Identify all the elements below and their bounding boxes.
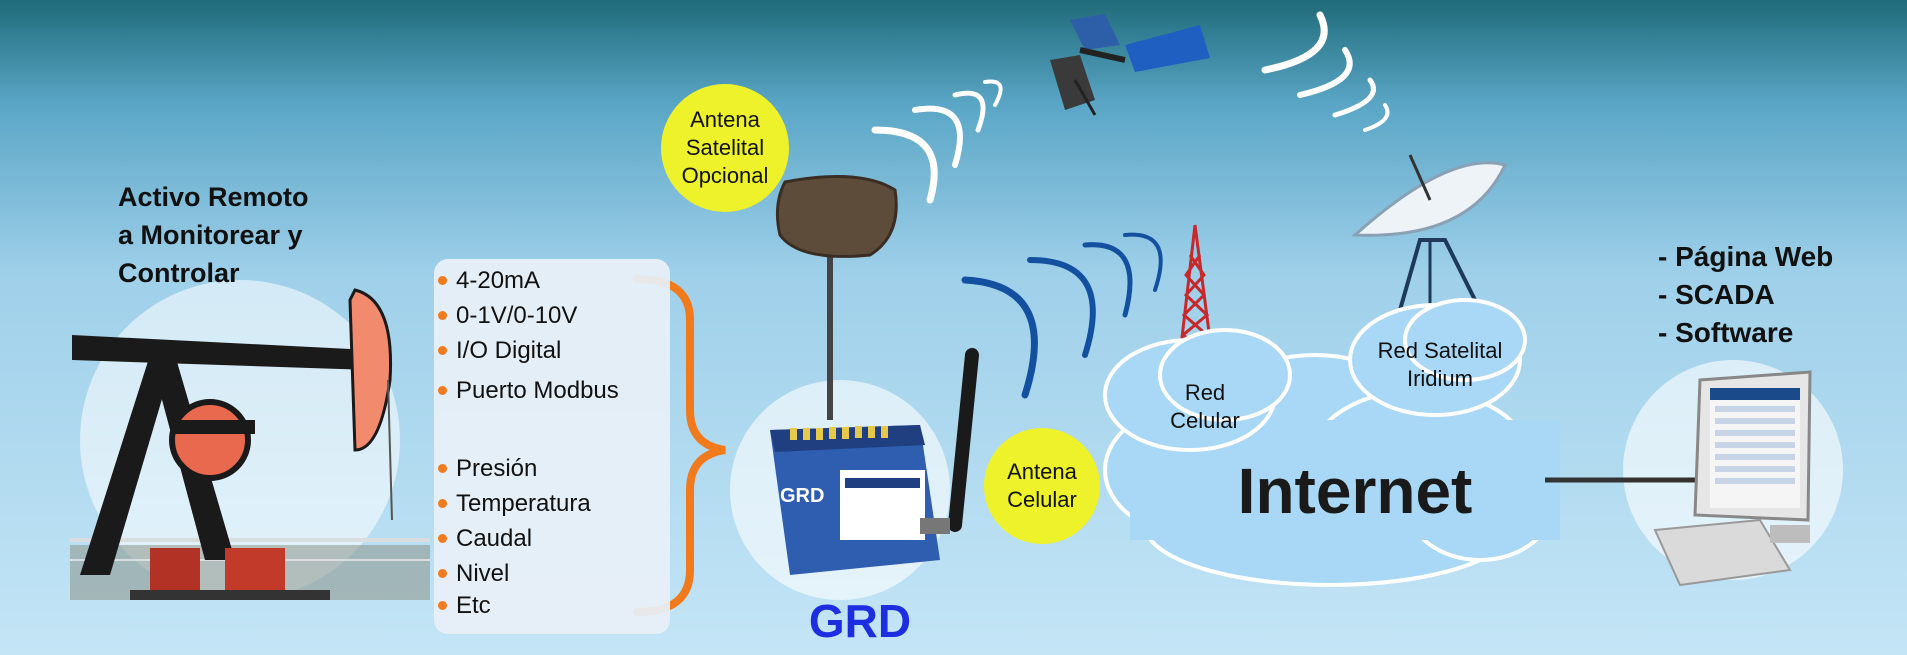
io-list-panel: 4-20mA 0-1V/0-10V I/O Digital Puerto Mod… — [434, 259, 670, 634]
satellite-antenna-label-line: Opcional — [681, 163, 769, 188]
device-case-label: GRD — [780, 485, 824, 507]
satellite-icon — [1050, 14, 1210, 116]
asset-title-line: a Monitorear y — [118, 220, 303, 250]
satellite-network-label-line: Red Satelital — [1377, 338, 1503, 363]
io-input-item: 4-20mA — [437, 267, 541, 294]
io-measurement-item: Nivel — [437, 560, 510, 587]
cellular-antenna-bubble — [984, 428, 1100, 544]
io-measurement-item: Temperatura — [438, 490, 591, 517]
satellite-network-cloud — [1348, 298, 1527, 417]
cellular-network-label: Red Celular — [1130, 372, 1280, 442]
cellular-waves — [961, 232, 1163, 399]
device-name: GRD — [808, 595, 912, 647]
cellular-network-label-line: Red — [1184, 380, 1226, 405]
satellite-dish-icon — [1351, 154, 1508, 312]
satellite-network-label-line: Iridium — [1406, 366, 1473, 391]
io-brace — [633, 275, 726, 616]
cellular-antenna-label-line: Antena — [1007, 459, 1077, 484]
pumpjack-icon — [70, 288, 430, 600]
satellite-waves — [871, 11, 1390, 204]
internet-label: Internet — [1237, 455, 1473, 527]
cellular-antenna-label: Antena Celular — [984, 428, 1100, 544]
asset-title-line: Activo Remoto — [118, 182, 309, 212]
satellite-network-label: Red Satelital Iridium — [1355, 330, 1525, 400]
io-measurement-item: Presión — [437, 455, 538, 482]
satellite-antenna-bubble — [661, 84, 789, 212]
io-input-item: 0-1V/0-10V — [437, 302, 578, 329]
cellular-network-cloud — [1103, 328, 1292, 452]
keyboard-icon — [1653, 518, 1810, 587]
io-measurement-item: Caudal — [437, 525, 533, 552]
asset-title: Activo Remoto a Monitorear y Controlar — [118, 178, 378, 292]
output-item: - Software — [1658, 317, 1794, 348]
satellite-antenna-label-line: Satelital — [685, 135, 765, 160]
computer-monitor-icon — [1693, 370, 1812, 522]
io-measurement-item: Etc — [438, 592, 491, 619]
outputs-list: - Página Web - SCADA - Software — [1658, 238, 1888, 352]
io-input-item: Puerto Modbus — [438, 377, 619, 404]
asset-title-line: Controlar — [118, 258, 240, 288]
output-item: - Página Web — [1658, 241, 1834, 272]
satellite-antenna-icon — [775, 175, 898, 258]
cellular-antenna-label-line: Celular — [1007, 487, 1077, 512]
io-input-item: I/O Digital — [437, 337, 562, 364]
satellite-antenna-label: Antena Satelital Opcional — [661, 84, 789, 212]
grd-device-icon: GRD — [770, 240, 979, 575]
output-item: - SCADA — [1658, 279, 1775, 310]
satellite-antenna-label-line: Antena — [690, 107, 760, 132]
cellular-network-label-line: Celular — [1170, 408, 1240, 433]
